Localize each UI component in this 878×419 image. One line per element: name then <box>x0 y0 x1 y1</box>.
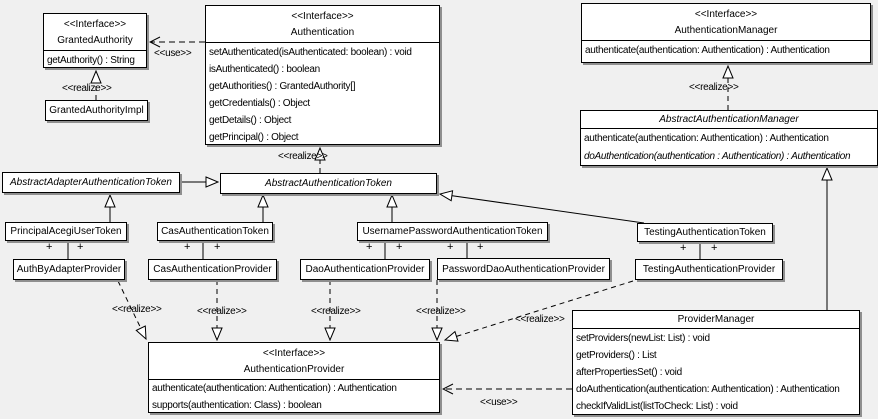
member: afterPropertiesSet() : void <box>576 367 682 378</box>
class-name: UsernamePasswordAuthenticationToken <box>362 226 543 237</box>
association-end-plus: + <box>396 241 403 253</box>
association-end-plus: + <box>366 241 373 253</box>
member: checkIfValidList(listToCheck: List) : vo… <box>576 401 738 412</box>
class-password-dao-authentication-provider[interactable]: PasswordDaoAuthenticationProvider <box>437 258 610 280</box>
edge-realize-testingauthenticationprovider <box>445 280 634 340</box>
realize-label: <<realize>> <box>197 306 247 317</box>
class-authentication[interactable]: <<Interface>> Authentication setAuthenti… <box>205 5 440 145</box>
class-name: Authentication <box>290 27 355 38</box>
association-end-plus: + <box>477 241 484 253</box>
member: doAuthentication(authentication: Authent… <box>576 384 840 395</box>
association-end-plus: + <box>184 241 191 253</box>
realize-label: <<realize>> <box>112 304 162 315</box>
realize-label: <<realize>> <box>311 306 361 317</box>
class-name: GrantedAuthority <box>57 35 133 46</box>
class-abstract-authentication-manager[interactable]: AbstractAuthenticationManager authentica… <box>580 110 878 166</box>
class-name: TestingAuthenticationProvider <box>642 264 776 275</box>
realize-label: <<realize>> <box>416 306 466 317</box>
realize-label: <<realize>> <box>689 82 739 93</box>
member: getDetails() : Object <box>209 115 292 126</box>
class-name: ProviderManager <box>573 311 859 329</box>
stereotype: <<Interface>> <box>262 348 326 359</box>
stereotype: <<Interface>> <box>694 9 758 20</box>
class-username-password-authentication-token[interactable]: UsernamePasswordAuthenticationToken <box>357 222 548 241</box>
stereotype: <<Interface>> <box>291 11 354 22</box>
realize-label: <<realize>> <box>62 83 112 94</box>
class-cas-authentication-provider[interactable]: CasAuthenticationProvider <box>148 259 277 280</box>
class-abstract-authentication-token[interactable]: AbstractAuthenticationToken <box>220 173 437 194</box>
class-name: AbstractAuthenticationToken <box>265 178 392 189</box>
member: authenticate(authentication: Authenticat… <box>152 383 397 394</box>
member: doAuthentication(authentication : Authen… <box>584 151 851 162</box>
association-end-plus: + <box>447 241 454 253</box>
class-cas-authentication-token[interactable]: CasAuthenticationToken <box>157 222 273 241</box>
realize-label: <<realize>> <box>278 151 328 162</box>
class-granted-authority-impl[interactable]: GrantedAuthorityImpl <box>45 100 148 121</box>
member: isAuthenticated() : boolean <box>209 64 320 75</box>
member: setAuthenticated(isAuthenticated: boolea… <box>209 47 412 58</box>
member: getPrincipal() : Object <box>209 132 299 143</box>
class-provider-manager[interactable]: ProviderManager setProviders(newList: Li… <box>572 310 860 415</box>
member: supports(authentication: Class) : boolea… <box>152 400 322 411</box>
class-authentication-manager[interactable]: <<Interface>> AuthenticationManager auth… <box>581 3 871 63</box>
class-name: CasAuthenticationToken <box>161 226 269 237</box>
association-end-plus: + <box>46 241 53 253</box>
class-abstract-adapter-authentication-token[interactable]: AbstractAdapterAuthenticationToken <box>2 172 180 193</box>
class-name: PasswordDaoAuthenticationProvider <box>442 263 605 275</box>
class-granted-authority[interactable]: <<Interface>> GrantedAuthority getAuthor… <box>43 13 147 68</box>
association-end-plus: + <box>711 242 718 254</box>
class-name: AbstractAdapterAuthenticationToken <box>10 177 172 188</box>
class-name: CasAuthenticationProvider <box>153 264 272 275</box>
class-name: PrincipalAcegiUserToken <box>10 226 122 237</box>
member: authenticate(authentication: Authenticat… <box>584 133 829 144</box>
use-label: <<use>> <box>154 48 192 59</box>
class-authentication-provider[interactable]: <<Interface>> AuthenticationProvider aut… <box>148 342 440 413</box>
member: getCredentials() : Object <box>209 98 310 109</box>
member: authenticate(authentication: Authenticat… <box>585 45 830 56</box>
member: getAuthorities() : GrantedAuthority[] <box>209 81 356 92</box>
class-name: TestingAuthenticationToken <box>644 227 766 238</box>
member: getAuthority() : String <box>47 55 135 66</box>
class-dao-authentication-provider[interactable]: DaoAuthenticationProvider <box>300 259 430 280</box>
association-end-plus: + <box>680 242 687 254</box>
class-testing-authentication-token[interactable]: TestingAuthenticationToken <box>637 223 773 242</box>
association-end-plus: + <box>77 241 84 253</box>
class-name: GrantedAuthorityImpl <box>49 105 144 116</box>
class-name: AuthByAdapterProvider <box>16 264 122 275</box>
member: getProviders() : List <box>576 350 657 361</box>
class-name: AuthenticationProvider <box>243 364 345 375</box>
class-testing-authentication-provider[interactable]: TestingAuthenticationProvider <box>635 259 783 280</box>
class-name: AbstractAuthenticationManager <box>581 111 877 129</box>
class-principal-acegi-user-token[interactable]: PrincipalAcegiUserToken <box>5 222 127 241</box>
edge-realize-authbyadapterprovider <box>117 280 146 339</box>
edge-gen-testingauthenticationtoken <box>440 194 645 224</box>
member: setProviders(newList: List) : void <box>576 333 710 344</box>
class-name: AuthenticationManager <box>674 25 778 36</box>
realize-label: <<realize>> <box>515 314 565 325</box>
use-label: <<use>> <box>480 397 518 408</box>
class-name: DaoAuthenticationProvider <box>305 264 425 275</box>
association-end-plus: + <box>214 241 221 253</box>
stereotype: <<Interface>> <box>63 19 127 30</box>
class-auth-by-adapter-provider[interactable]: AuthByAdapterProvider <box>13 259 125 280</box>
